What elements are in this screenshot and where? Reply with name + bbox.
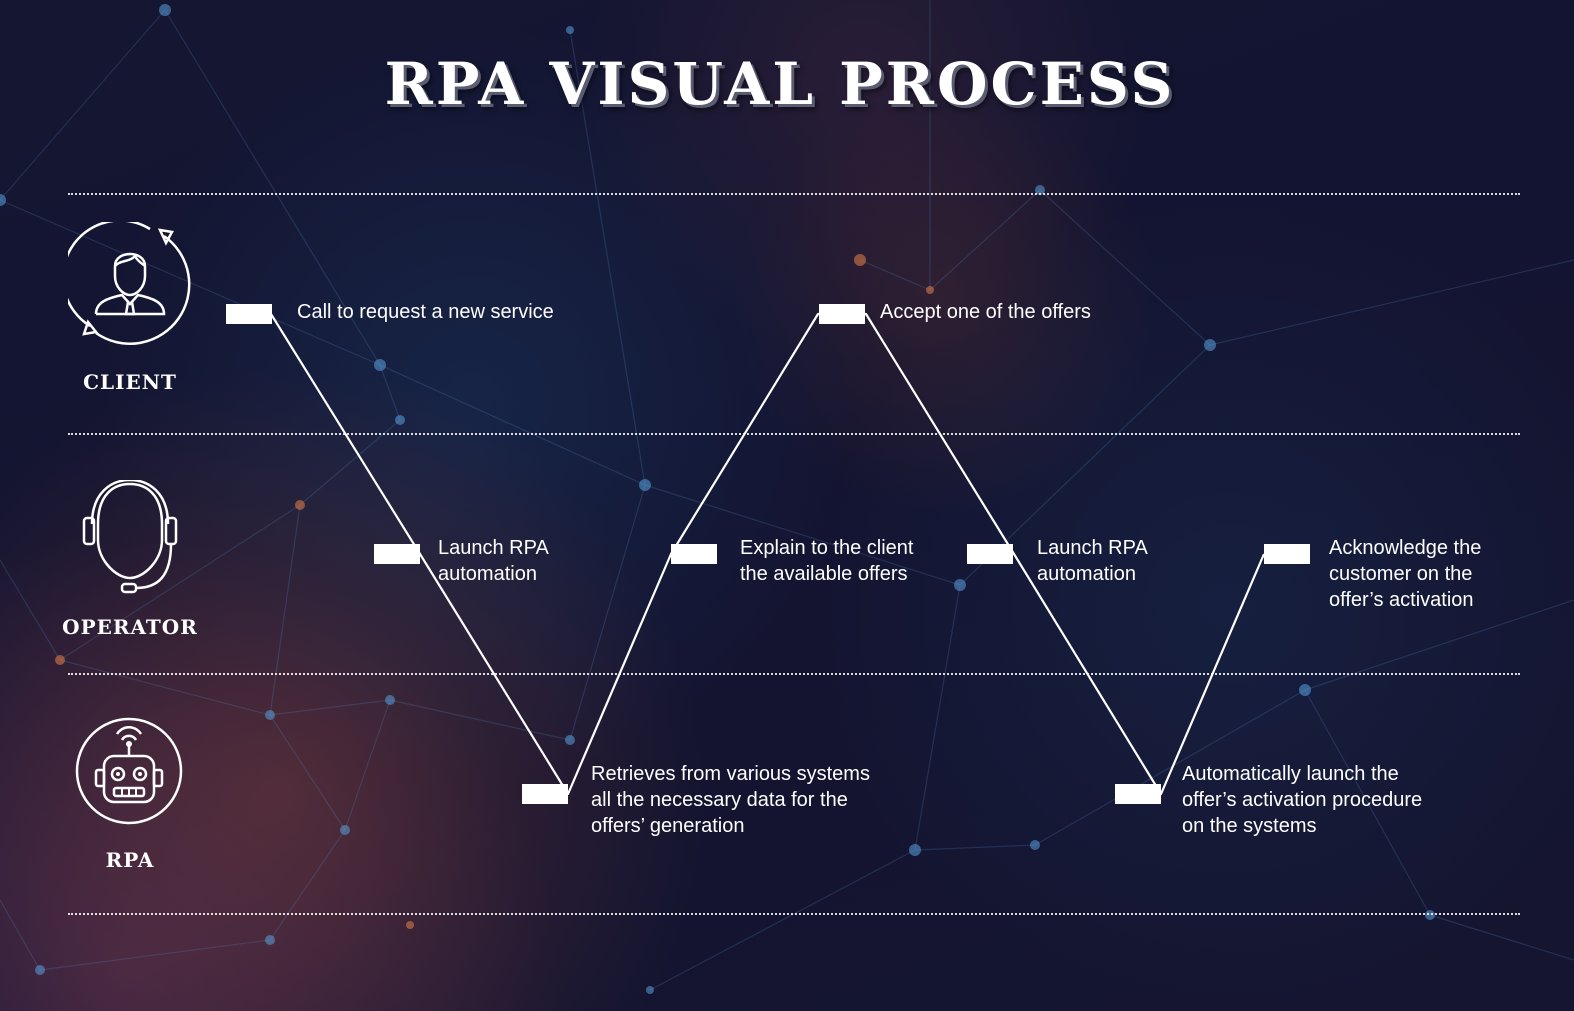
lane-label-rpa: RPA (105, 848, 155, 872)
step-marker (967, 544, 1013, 564)
lane-divider (68, 913, 1520, 915)
step-marker (374, 544, 420, 564)
client-person-icon (68, 222, 191, 345)
step-text: Launch RPA automation (1037, 537, 1148, 585)
step-marker (1264, 544, 1310, 564)
step-marker (819, 304, 865, 324)
step-text: Launch RPA automation (438, 537, 549, 585)
robot-icon (75, 717, 183, 825)
step-text: Call to request a new service (297, 301, 554, 323)
step-marker (226, 304, 272, 324)
operator-headset-icon (82, 480, 178, 594)
process-connector-line (270, 312, 1266, 796)
step-marker (1115, 784, 1161, 804)
lane-divider (68, 193, 1520, 195)
step-text: Explain to the client the available offe… (740, 537, 914, 585)
lane-label-operator: OPERATOR (62, 615, 198, 639)
lane-divider (68, 433, 1520, 435)
step-marker (671, 544, 717, 564)
lane-label-client: CLIENT (83, 370, 177, 394)
step-text: Accept one of the offers (880, 301, 1091, 323)
lane-divider (68, 673, 1520, 675)
step-marker (522, 784, 568, 804)
page-title: RPA VISUAL PROCESS (384, 50, 1176, 118)
step-text: Acknowledge the customer on the offer’s … (1329, 537, 1482, 611)
step-text: Retrieves from various systems all the n… (591, 763, 870, 837)
step-text: Automatically launch the offer’s activat… (1182, 763, 1423, 837)
